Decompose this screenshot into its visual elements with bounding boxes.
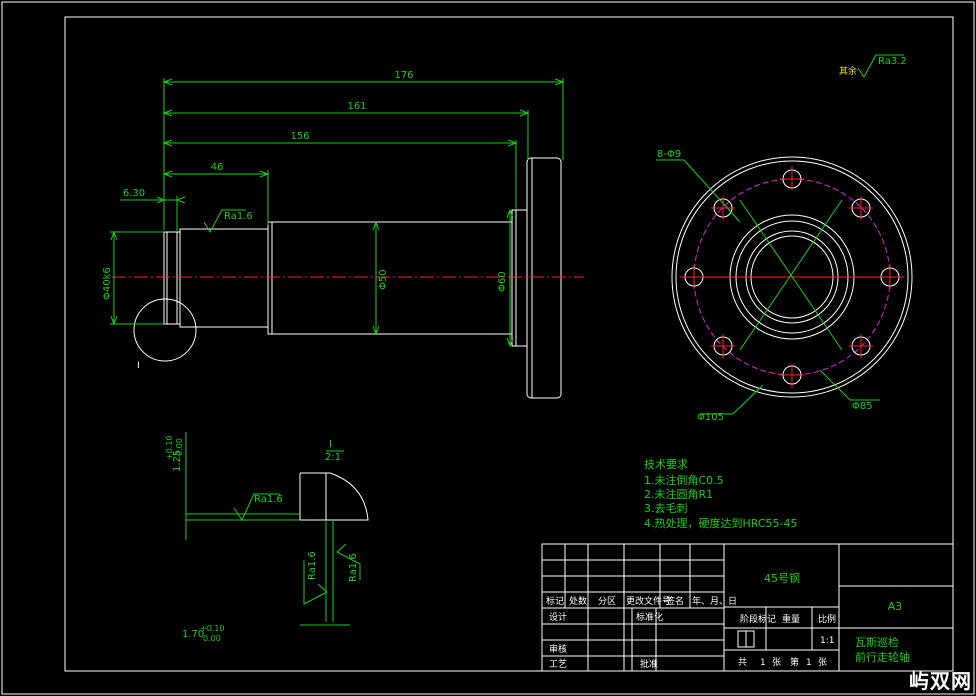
dim-phi60: Φ60 [497, 271, 508, 292]
length-dimensions [120, 78, 565, 232]
total-label: 共 [738, 657, 747, 668]
sheets2-label: 张 [818, 657, 827, 668]
standardize-label: 标准化 [636, 611, 663, 623]
page-label: 第 [790, 656, 799, 668]
roughness-rest-symbol [857, 54, 904, 78]
note-1: 1.未注倒角C0.5 [644, 473, 724, 487]
hdr-zone: 分区 [598, 596, 616, 607]
watermark: 屿双网 [909, 669, 972, 693]
tol-lower-a: 0.00 [175, 438, 184, 456]
diameter-dimensions [110, 208, 514, 348]
designer-label: 设计 [549, 611, 567, 623]
dim-46: 46 [211, 162, 224, 173]
roughness-ra1: Ra1.6 [224, 211, 253, 222]
tol-upper-a: +0.10 [165, 435, 174, 460]
approve-label: 批准 [640, 658, 658, 670]
page-n: 1 [806, 658, 812, 668]
note-3: 3.去毛刺 [644, 502, 688, 515]
detail-view-label: I [329, 439, 332, 450]
dim-176: 176 [394, 70, 413, 81]
detail-scale: 2:1 [325, 452, 341, 463]
sheet-size: A3 [888, 600, 903, 613]
roughness-ra4: Ra1.6 [348, 553, 359, 582]
dim-phi105: Φ105 [697, 412, 724, 423]
dim-156: 156 [290, 131, 309, 142]
flange-end-view [656, 156, 913, 415]
process-label: 工艺 [549, 659, 567, 670]
inner-border [64, 16, 954, 672]
roughness-rest-value: Ra3.2 [878, 56, 907, 67]
hdr-count: 处数 [569, 595, 587, 607]
dim-6-30: 6.30 [123, 188, 145, 199]
shaft-profile [112, 157, 584, 399]
part-name-line2: 前行走轮轴 [855, 650, 910, 664]
hdr-sign: 签名 [666, 595, 684, 607]
tol-upper-b: +0.10 [200, 624, 225, 633]
total-n: 1 [760, 658, 766, 668]
tol-base-a: 1.25 [172, 450, 183, 472]
stage-mark-label: 阶段标记 [740, 613, 776, 625]
note-4: 4.热处理，硬度达到HRC55-45 [644, 516, 798, 530]
part-name-line1: 瓦斯巡检 [855, 635, 899, 649]
dim-phi40k6: Φ40k6 [102, 267, 113, 300]
dim-phi50: Φ50 [378, 269, 389, 290]
detail-circle [133, 298, 197, 362]
holes-label: 8-Φ9 [657, 149, 681, 160]
hdr-doc: 更改文件号 [626, 595, 671, 607]
detail-callout: I [137, 361, 140, 371]
checker-label: 审核 [549, 643, 567, 655]
roughness-ra2: Ra1.6 [254, 494, 283, 505]
dim-161: 161 [347, 101, 366, 112]
material: 45号钢 [764, 572, 800, 585]
notes-title: 技术要求 [644, 458, 688, 471]
title-block [541, 543, 954, 672]
tol-lower-b: 0.00 [203, 634, 221, 643]
tol-base-b: 1.70 [182, 629, 204, 640]
hdr-mark: 标记 [546, 595, 564, 607]
dim-phi85: Φ85 [852, 401, 873, 412]
ratio-value: 1:1 [820, 636, 834, 646]
hdr-date: 年、月、日 [692, 595, 737, 607]
sheets-label: 张 [772, 657, 781, 668]
roughness-ra3: Ra1.6 [307, 551, 318, 580]
roughness-rest-label: 其余 [839, 65, 857, 77]
note-2: 2.未注圆角R1 [644, 487, 713, 501]
detail-view [185, 432, 369, 626]
roughness-symbol-shaft [203, 209, 246, 234]
ratio-label: 比例 [818, 613, 836, 625]
weight-label: 重量 [782, 613, 800, 625]
